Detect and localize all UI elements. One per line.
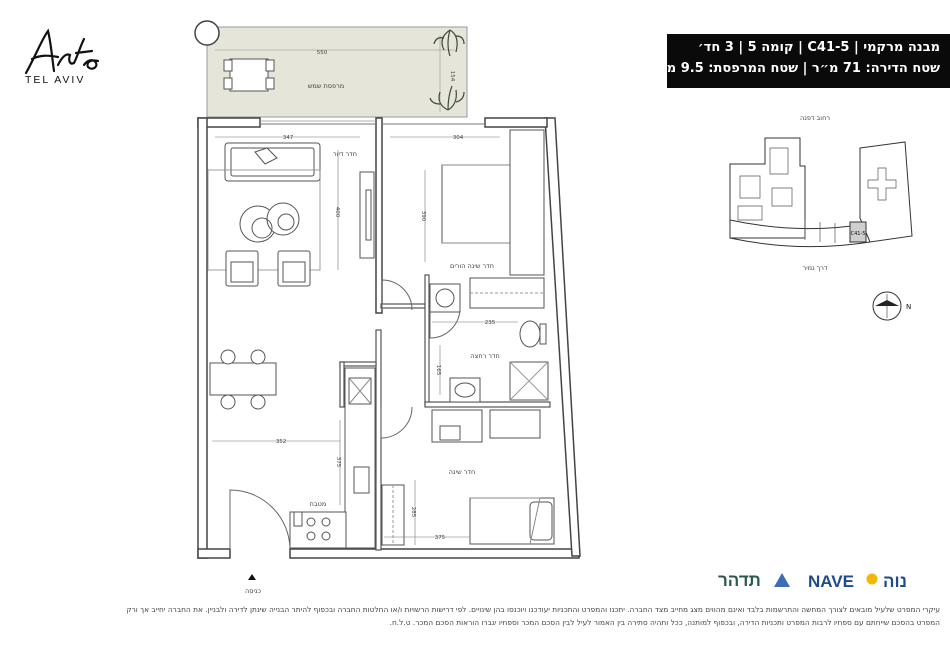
room-label-master: חדר שינה הורים <box>450 262 494 270</box>
master-door <box>381 279 413 311</box>
floor-plan: 550 154 347 400 304 390 235 165 352 375 … <box>194 20 581 595</box>
unit-highlight <box>849 221 867 243</box>
dim-living-width: 347 <box>283 135 294 141</box>
legal-disclaimer: עיקרי המפרט שלעיל מובאים לצורך המחשה והת… <box>10 603 940 629</box>
dim-dining-width: 352 <box>276 439 287 445</box>
room-label-bedroom: חדר שינה <box>449 468 475 476</box>
plant-icon <box>433 29 465 57</box>
room-label-bath: חדר רחצה <box>470 352 500 360</box>
unit-info-banner: מבנה מרקמי | C41-5 | קומה 5 | 3 חד׳ שטח … <box>649 34 950 88</box>
disclaimer-line-1: עיקרי המפרט שלעיל מובאים לצורך המחשה והת… <box>126 605 940 614</box>
tidhar-mark-icon <box>774 573 790 587</box>
tidhar-logo: תדהר <box>718 571 761 590</box>
street-bottom-label: דרך נמיר <box>803 264 828 272</box>
room-label-living: חדר דיור <box>333 150 357 158</box>
arto-logo <box>24 28 100 75</box>
dim-balcony-height: 154 <box>449 71 455 82</box>
dim-living-height: 400 <box>334 207 340 218</box>
disclaimer-line-2: המפרט בהסכם שייחתם עם ספחיו לרבות המפרט … <box>389 618 940 627</box>
room-label-balcony: מרפסת שמש <box>308 82 344 90</box>
dim-bath-width: 235 <box>485 320 496 326</box>
dining-table <box>209 349 277 410</box>
kitchen-counter <box>289 367 376 549</box>
armchair <box>225 250 311 287</box>
dim-balcony-width: 550 <box>317 50 328 56</box>
wardrobe <box>469 129 545 309</box>
compass-icon: N <box>872 291 911 321</box>
sun-icon <box>866 573 878 585</box>
balcony-column <box>194 20 220 46</box>
balcony-table <box>223 58 275 92</box>
unit-tag: C41-5 <box>851 231 866 237</box>
bathroom-fixtures <box>429 283 549 403</box>
bedroom-furniture <box>381 409 555 546</box>
bath-door <box>429 307 461 339</box>
dim-kitchen-height: 375 <box>335 457 341 468</box>
logo-city: TEL AVIV <box>25 74 86 86</box>
dim-bedroom-height: 285 <box>410 507 416 518</box>
building-key-map: רחוב דפנה C41-5 דרך נמיר N <box>729 114 913 321</box>
street-top-label: רחוב דפנה <box>800 114 830 122</box>
dim-master-height: 390 <box>420 211 426 222</box>
nave-logo-en: NAVE <box>808 572 854 591</box>
banner-line-2: שטח הדירה: 71 מ״ר | שטח המרפסת: 9.5 מ״ר <box>649 61 940 76</box>
plant-icon <box>429 85 465 111</box>
banner-line-1: מבנה מרקמי | C41-5 | קומה 5 | 3 חד׳ <box>697 40 940 55</box>
tv-cabinet <box>359 171 375 259</box>
rug <box>207 169 321 271</box>
sofa <box>224 142 321 182</box>
dim-master-width: 304 <box>453 135 464 141</box>
room-label-kitchen: מטבח <box>310 500 327 508</box>
dim-bedroom-width: 375 <box>435 535 446 541</box>
svg-text:N: N <box>906 303 911 311</box>
bedroom-door <box>380 406 413 439</box>
nave-logo-he: נוה <box>883 572 907 591</box>
coffee-table <box>239 202 300 243</box>
dim-bath-height: 165 <box>435 365 441 376</box>
room-label-entrance: כניסה <box>245 587 262 595</box>
entrance-door <box>229 489 291 550</box>
entry-arrow-icon <box>248 574 256 580</box>
developer-logos: תדהר NAVE נוה <box>718 571 907 591</box>
